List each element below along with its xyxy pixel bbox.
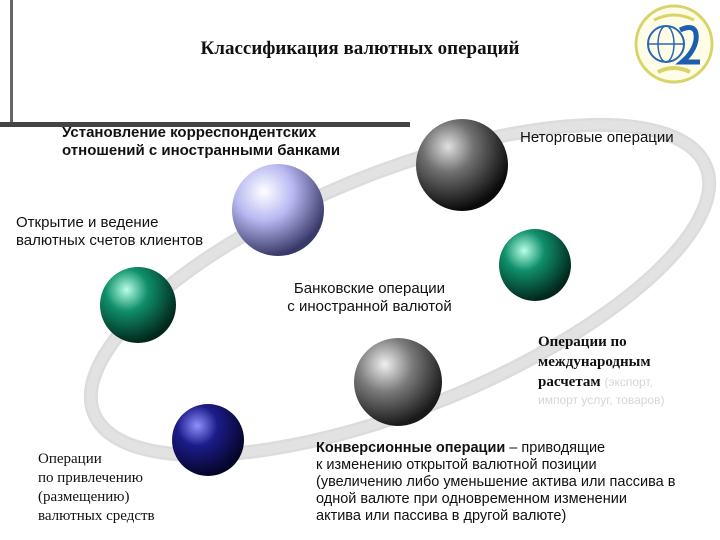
node-settlements-faint1: (экспорт, xyxy=(604,375,653,389)
center-line2: с иностранной валютой xyxy=(287,298,452,315)
node-non-trade-label: Неторговые операции xyxy=(520,129,674,146)
node-settlements-label: Операции по международным расчетам (эксп… xyxy=(538,332,718,408)
node-settlements-line2: международным xyxy=(538,354,651,370)
node-conversion-line5: актива или пассива в другой валюте) xyxy=(316,508,567,524)
node-raising-line4: валютных средств xyxy=(38,508,155,524)
center-label: Банковские операции с иностранной валюто… xyxy=(262,280,477,316)
sphere-raising xyxy=(172,404,244,476)
node-raising-line2: по привлечению xyxy=(38,470,143,486)
node-raising-label: Операции по привлечению (размещению) вал… xyxy=(38,450,208,526)
sphere-non-trade xyxy=(416,119,508,211)
node-conversion-line3: (увеличению либо уменьшение актива или п… xyxy=(316,474,676,490)
sphere-conversion xyxy=(354,338,442,426)
node-conversion-rest: – приводящие xyxy=(505,440,606,456)
frame-vertical-line xyxy=(10,0,13,122)
node-correspondent-line2: отношений с иностранными банками xyxy=(62,142,341,159)
node-accounts-line1: Открытие и ведение xyxy=(16,214,159,231)
title-rule xyxy=(0,122,410,127)
node-accounts-line2: валютных счетов клиентов xyxy=(16,232,204,249)
node-accounts-label: Открытие и ведение валютных счетов клиен… xyxy=(16,214,256,250)
node-conversion-label: Конверсионные операции – приводящие к из… xyxy=(316,440,716,525)
node-settlements-line1: Операции по xyxy=(538,334,627,350)
node-correspondent-label: Установление корреспондентских отношений… xyxy=(62,124,402,160)
page-title: Классификация валютных операций xyxy=(200,38,520,59)
node-settlements-line3: расчетам xyxy=(538,374,601,390)
node-conversion-line4: одной валюте при одновременном изменении xyxy=(316,491,627,507)
node-raising-line1: Операции xyxy=(38,451,102,467)
center-line1: Банковские операции xyxy=(293,280,446,297)
node-conversion-line2: к изменению открытой валютной позиции xyxy=(316,457,597,473)
node-raising-line3: (размещению) xyxy=(38,489,130,505)
logo-icon xyxy=(634,4,714,84)
node-settlements-faint2: импорт услуг, товаров) xyxy=(538,393,665,407)
node-conversion-bold: Конверсионные операции xyxy=(316,440,506,456)
sphere-correspondent xyxy=(232,164,324,256)
orbit-ring xyxy=(83,117,717,463)
sphere-accounts xyxy=(100,267,176,343)
node-correspondent-line1: Установление корреспондентских xyxy=(62,124,317,141)
sphere-settlements xyxy=(499,229,571,301)
